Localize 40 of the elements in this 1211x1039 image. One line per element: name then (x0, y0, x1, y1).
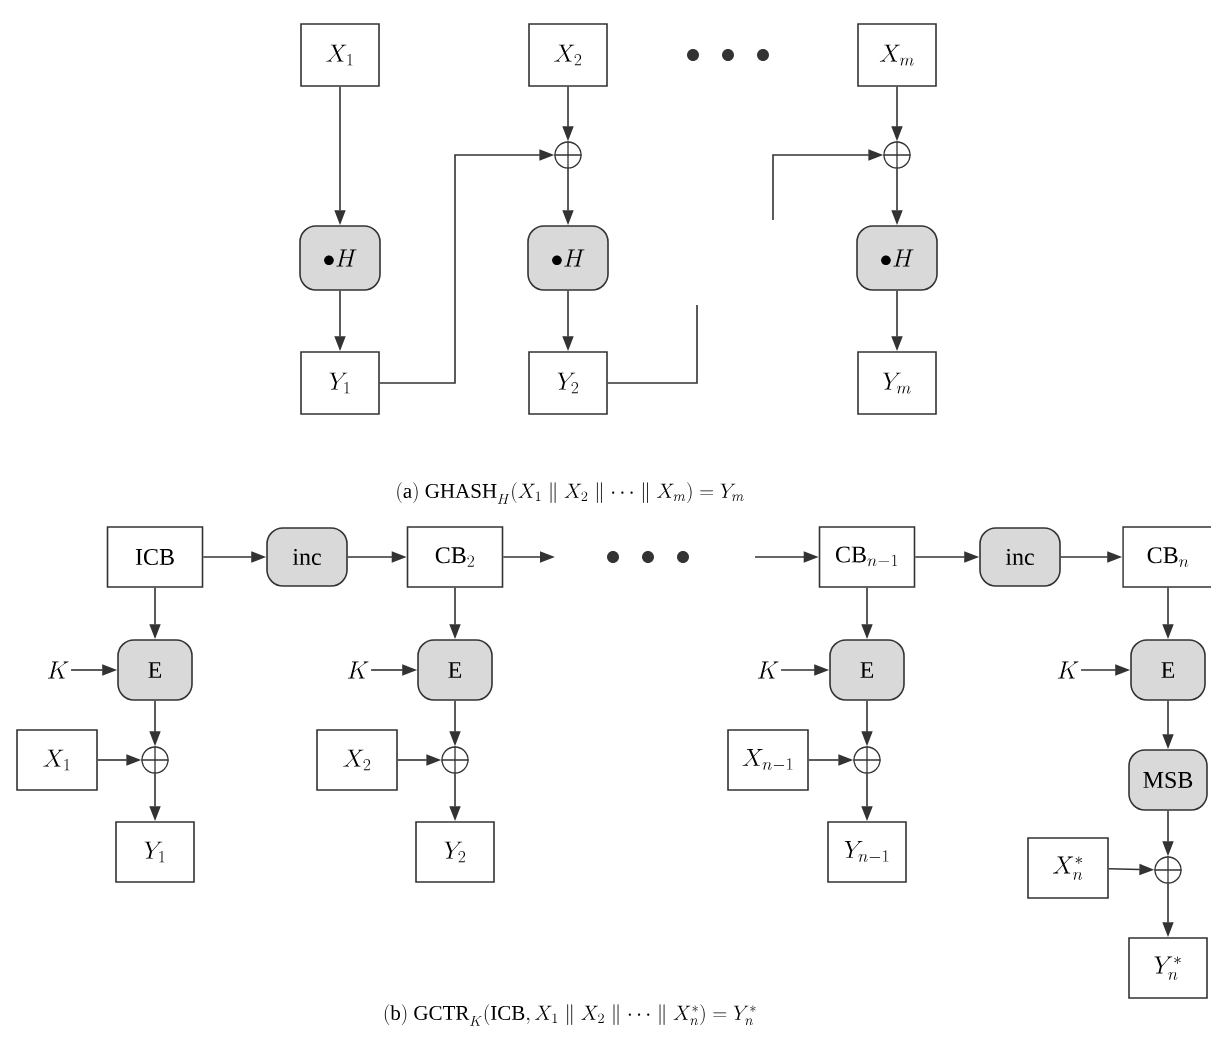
xor-symbol (140, 745, 170, 775)
operation-box: $\mathrm{MSB}$ (1128, 749, 1208, 811)
input-label: $K$ (1057, 661, 1079, 679)
process-box: $Y_1$ (300, 351, 380, 415)
process-box: $X_{n-1}$ (727, 729, 809, 791)
process-box: $Y_{n-1}$ (827, 821, 907, 883)
process-box: $\mathrm{ICB}$ (106, 526, 204, 588)
operation-box: $\mathrm{E}$ (117, 639, 193, 701)
process-box: $Y_2$ (528, 351, 608, 415)
operation-box: $\mathrm{inc}$ (266, 527, 348, 587)
xor-symbol (1153, 855, 1183, 885)
process-box: $\mathrm{CB}_2$ (406, 526, 504, 588)
caption: $\mathrm{(b)\ GCTR}_K(\mathrm{ICB}, X_1 \parallel X_2 \parallel \cdots \parallel X_n^*) = Y_n^*$ (384, 1004, 756, 1026)
process-box: $X_n^*$ (1027, 837, 1109, 899)
xor-symbol (440, 745, 470, 775)
process-box: $X_1$ (16, 729, 98, 791)
process-box: $Y_m$ (857, 351, 937, 415)
process-box: $Y_2$ (415, 821, 495, 883)
process-box: $Y_1$ (115, 821, 195, 883)
operation-box: $\bullet H$ (299, 225, 381, 291)
process-box: $Y_n^*$ (1128, 937, 1208, 999)
operation-box: $\mathrm{inc}$ (979, 527, 1061, 587)
input-label: $K$ (347, 661, 369, 679)
xor-symbol (553, 140, 583, 170)
process-box: $X_2$ (316, 729, 398, 791)
process-box: $X_2$ (528, 23, 608, 87)
caption: $\mathrm{(a)\ GHASH}_H(X_1 \parallel X_2 \parallel \cdots \parallel X_m) = Y_m$ (397, 482, 744, 504)
process-box: $\mathrm{CB}_{n-1}$ (818, 526, 916, 588)
operation-box: $\mathrm{E}$ (1130, 639, 1206, 701)
input-label: $K$ (757, 661, 779, 679)
operation-box: $\bullet H$ (527, 225, 609, 291)
operation-box: $\mathrm{E}$ (417, 639, 493, 701)
operation-box: $\mathrm{E}$ (829, 639, 905, 701)
input-label: $K$ (47, 661, 69, 679)
process-box: $X_m$ (857, 23, 937, 87)
process-box: $X_1$ (300, 23, 380, 87)
operation-box: $\bullet H$ (856, 225, 938, 291)
xor-symbol (852, 745, 882, 775)
xor-symbol (882, 140, 912, 170)
process-box: $\mathrm{CB}_n$ (1122, 526, 1211, 588)
